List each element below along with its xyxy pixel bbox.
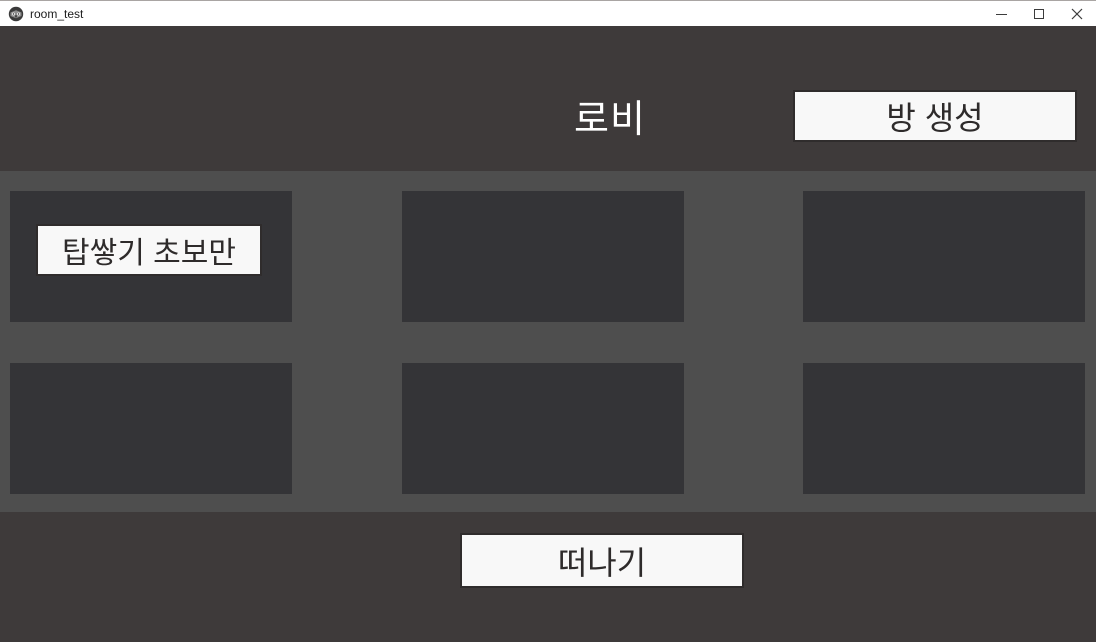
room-slot-6 [803, 363, 1085, 494]
room-slot-1: 탑쌓기 초보만 [10, 191, 292, 322]
room-list: 탑쌓기 초보만 [0, 171, 1096, 512]
leave-button[interactable]: 떠나기 [460, 533, 744, 588]
create-room-button[interactable]: 방 생성 [793, 90, 1077, 142]
godot-app-icon [8, 6, 24, 21]
titlebar: room_test [0, 0, 1096, 26]
room-join-button[interactable]: 탑쌓기 초보만 [36, 224, 262, 276]
room-slot-4 [10, 363, 292, 494]
minimize-button[interactable] [982, 1, 1020, 27]
maximize-icon [1034, 9, 1044, 19]
window-controls [982, 1, 1096, 27]
window-title: room_test [30, 6, 84, 21]
room-slot-2 [402, 191, 684, 322]
maximize-button[interactable] [1020, 1, 1058, 27]
lobby-title: 로비 [574, 99, 646, 141]
room-slot-5 [402, 363, 684, 494]
close-button[interactable] [1058, 1, 1096, 27]
minimize-icon [995, 13, 1007, 15]
room-slot-3 [803, 191, 1085, 322]
close-icon [1071, 8, 1083, 20]
